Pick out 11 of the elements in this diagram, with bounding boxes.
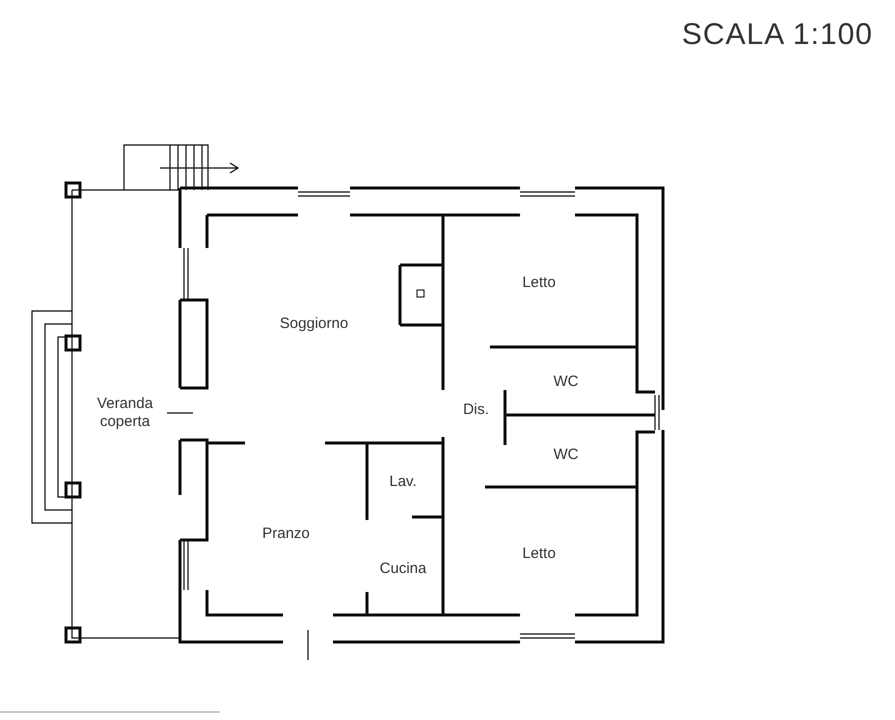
room-label: Soggiorno xyxy=(278,315,350,333)
scale-title: SCALA 1:100 xyxy=(682,18,873,52)
room-label: WC xyxy=(552,446,580,464)
room-label: Dis. xyxy=(462,401,490,419)
room-label: Lav. xyxy=(388,473,418,491)
room-label: Letto xyxy=(521,274,557,292)
room-label: Pranzo xyxy=(261,525,311,543)
room-label: Cucina xyxy=(378,560,428,578)
room-label: Veranda coperta xyxy=(96,395,154,431)
room-label: WC xyxy=(552,373,580,391)
room-label: Letto xyxy=(521,545,557,563)
